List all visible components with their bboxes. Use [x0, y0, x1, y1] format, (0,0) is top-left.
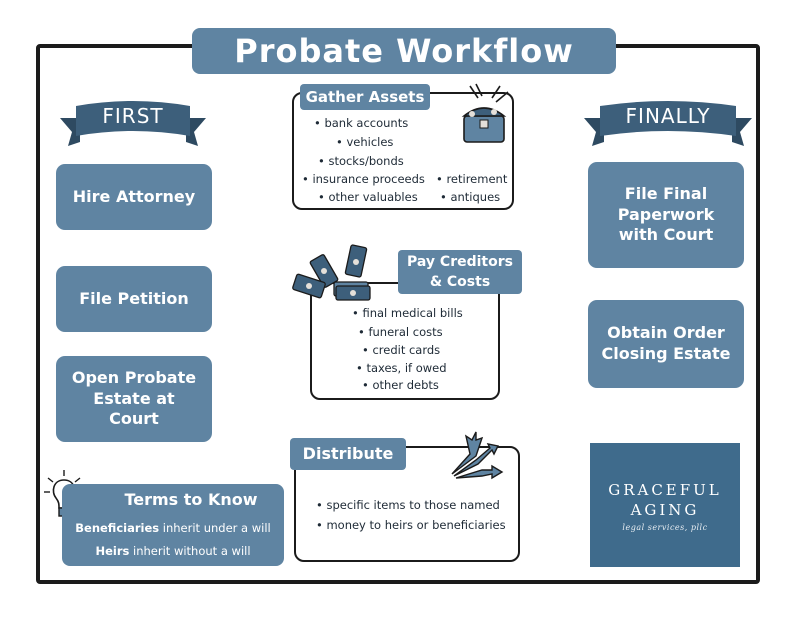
- asset-item: • bank accounts: [314, 116, 409, 130]
- step-obtain-order-closing-estate: Obtain Order Closing Estate: [588, 300, 744, 388]
- term-beneficiaries-definition: inherit under a will: [162, 521, 271, 535]
- cost-item: • credit cards: [362, 343, 441, 357]
- pay-creditors-title: Pay Creditors & Costs: [398, 250, 522, 294]
- terms-heirs: Heirs inherit without a will: [62, 544, 284, 558]
- terms-box: [62, 484, 284, 566]
- cost-item: • other debts: [362, 378, 439, 392]
- cost-item: • final medical bills: [352, 306, 463, 320]
- split-arrows-icon: [451, 431, 504, 480]
- step-open-probate-estate: Open Probate Estate at Court: [56, 356, 212, 442]
- asset-item: • antiques: [440, 190, 501, 204]
- cost-item: • taxes, if owed: [356, 361, 447, 375]
- term-heirs-definition: inherit without a will: [133, 544, 251, 558]
- asset-item: • other valuables: [318, 190, 418, 204]
- step-file-final-paperwork: File Final Paperwork with Court: [588, 162, 744, 268]
- distribute-card: [294, 446, 520, 562]
- term-heirs: Heirs: [95, 544, 130, 558]
- step-file-petition: File Petition: [56, 266, 212, 332]
- terms-beneficiaries: Beneficiaries inherit under a will: [62, 521, 284, 535]
- distribute-title: Distribute: [290, 438, 406, 470]
- gather-assets-title: Gather Assets: [300, 84, 430, 110]
- logo-line3: legal services, pllc: [622, 523, 708, 532]
- asset-item: • insurance proceeds: [302, 172, 425, 186]
- first-ribbon: [60, 101, 206, 146]
- asset-item: • vehicles: [336, 135, 394, 149]
- pay-creditors-title-line1: Pay Creditors: [407, 254, 513, 270]
- asset-item: • stocks/bonds: [318, 154, 404, 168]
- finally-ribbon: [584, 101, 752, 146]
- page-title: Probate Workflow: [192, 28, 616, 74]
- logo-line2: AGING: [630, 501, 700, 519]
- cost-item: • funeral costs: [358, 325, 443, 339]
- step-hire-attorney: Hire Attorney: [56, 164, 212, 230]
- treasure-chest-icon: [461, 83, 509, 143]
- graceful-aging-logo: GRACEFUL AGING legal services, pllc: [590, 443, 740, 567]
- pay-creditors-title-line2: & Costs: [429, 274, 491, 290]
- distribute-item: • specific items to those named: [316, 498, 500, 512]
- pay-creditors-card: [310, 282, 500, 400]
- logo-line1: GRACEFUL: [608, 481, 722, 499]
- money-icon: [292, 244, 371, 301]
- terms-title: Terms to Know: [124, 490, 258, 509]
- term-beneficiaries: Beneficiaries: [75, 521, 160, 535]
- distribute-item: • money to heirs or beneficiaries: [316, 518, 506, 532]
- finally-label: FINALLY: [625, 104, 711, 128]
- asset-item: • retirement: [436, 172, 508, 186]
- first-label: FIRST: [102, 104, 164, 128]
